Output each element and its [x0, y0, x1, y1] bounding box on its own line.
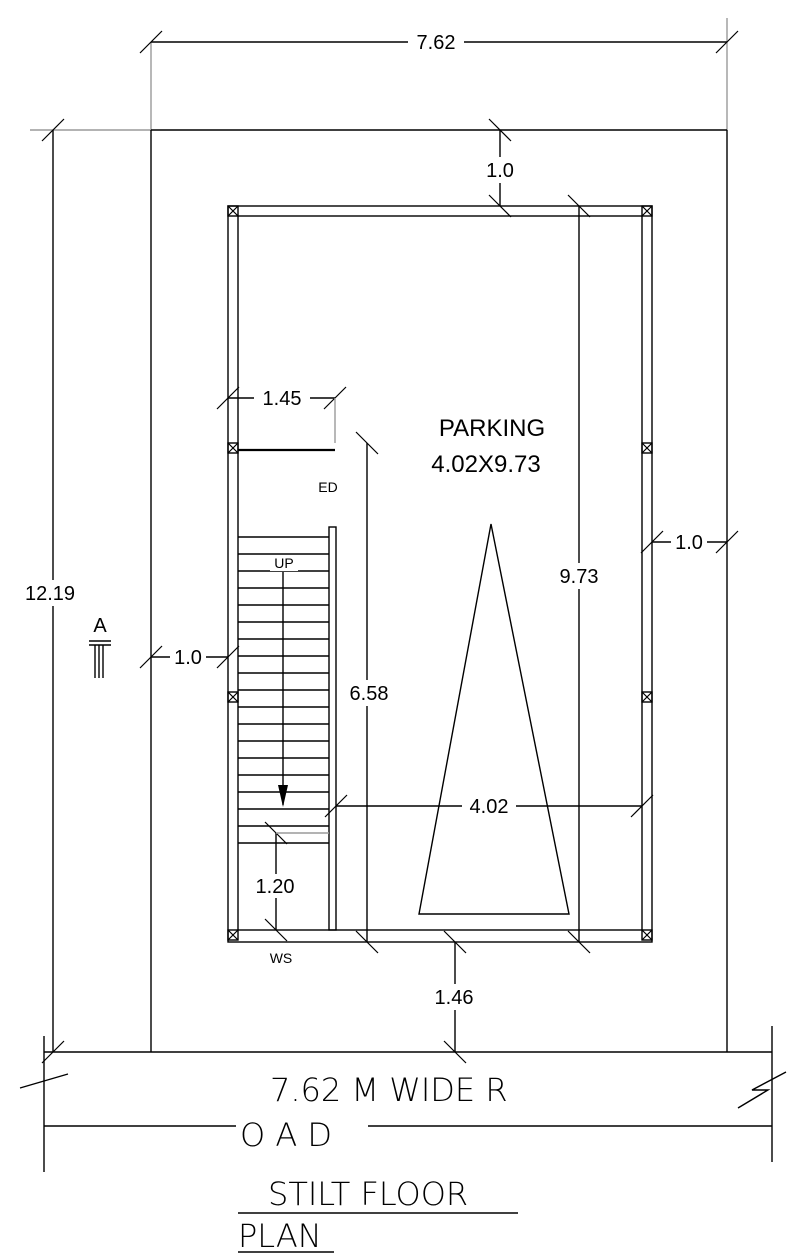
dim-plot-width: 7.62	[139, 30, 739, 54]
dim-parking-width: 4.02	[324, 794, 654, 818]
columns	[227, 205, 653, 941]
dim-stair-width: 1.45	[216, 386, 347, 443]
building-walls	[227, 205, 653, 943]
parking-size: 4.02X9.73	[431, 451, 540, 478]
plot-boundary	[30, 18, 728, 1052]
section-mark: A	[89, 615, 111, 678]
dim-text-left-setback: 1.0	[174, 647, 202, 669]
break-line-icon	[737, 1071, 787, 1109]
ed-label: ED	[318, 479, 337, 495]
section-mark-label: A	[93, 615, 107, 637]
stair-up-label: UP	[274, 555, 293, 571]
dim-text-stair-landing: 1.20	[256, 876, 295, 898]
dim-text-parking-depth: 9.73	[560, 566, 599, 588]
dim-parking-depth: 9.73	[553, 194, 607, 954]
title-line1: STILT FLOOR	[268, 1175, 468, 1213]
dim-rear-setback: 1.46	[427, 930, 483, 1064]
dim-text-front-setback: 1.0	[486, 160, 514, 182]
title-line2: PLAN	[238, 1217, 322, 1254]
road: 7.62 M WIDE R O A D	[19, 1026, 787, 1172]
road-label-line2: O A D	[240, 1116, 332, 1154]
dim-text-plot-width: 7.62	[417, 32, 456, 54]
dim-right-setback: 1.0	[640, 530, 739, 554]
dim-text-stair-length: 6.58	[350, 683, 389, 705]
dim-text-parking-width: 4.02	[470, 796, 509, 818]
dim-left-setback: 1.0	[139, 645, 240, 669]
drawing-title: STILT FLOOR PLAN	[238, 1175, 518, 1254]
arrow-head-icon	[278, 785, 288, 807]
dim-stair-length: 6.58	[342, 431, 396, 954]
car-symbol-icon	[418, 523, 570, 915]
parking-title: PARKING	[439, 415, 545, 442]
dim-front-setback: 1.0	[482, 118, 518, 218]
road-label-line1: 7.62 M WIDE R	[270, 1071, 508, 1109]
staircase: UP	[238, 448, 337, 931]
dim-text-rear-setback: 1.46	[435, 987, 474, 1009]
dim-text-plot-depth: 12.19	[25, 583, 75, 605]
dim-plot-depth: 12.19	[20, 118, 78, 1064]
ws-label: WS	[270, 950, 293, 966]
dim-text-right-setback: 1.0	[675, 532, 703, 554]
dim-stair-landing: 1.20	[248, 821, 329, 942]
dim-text-stair-width: 1.45	[263, 388, 302, 410]
